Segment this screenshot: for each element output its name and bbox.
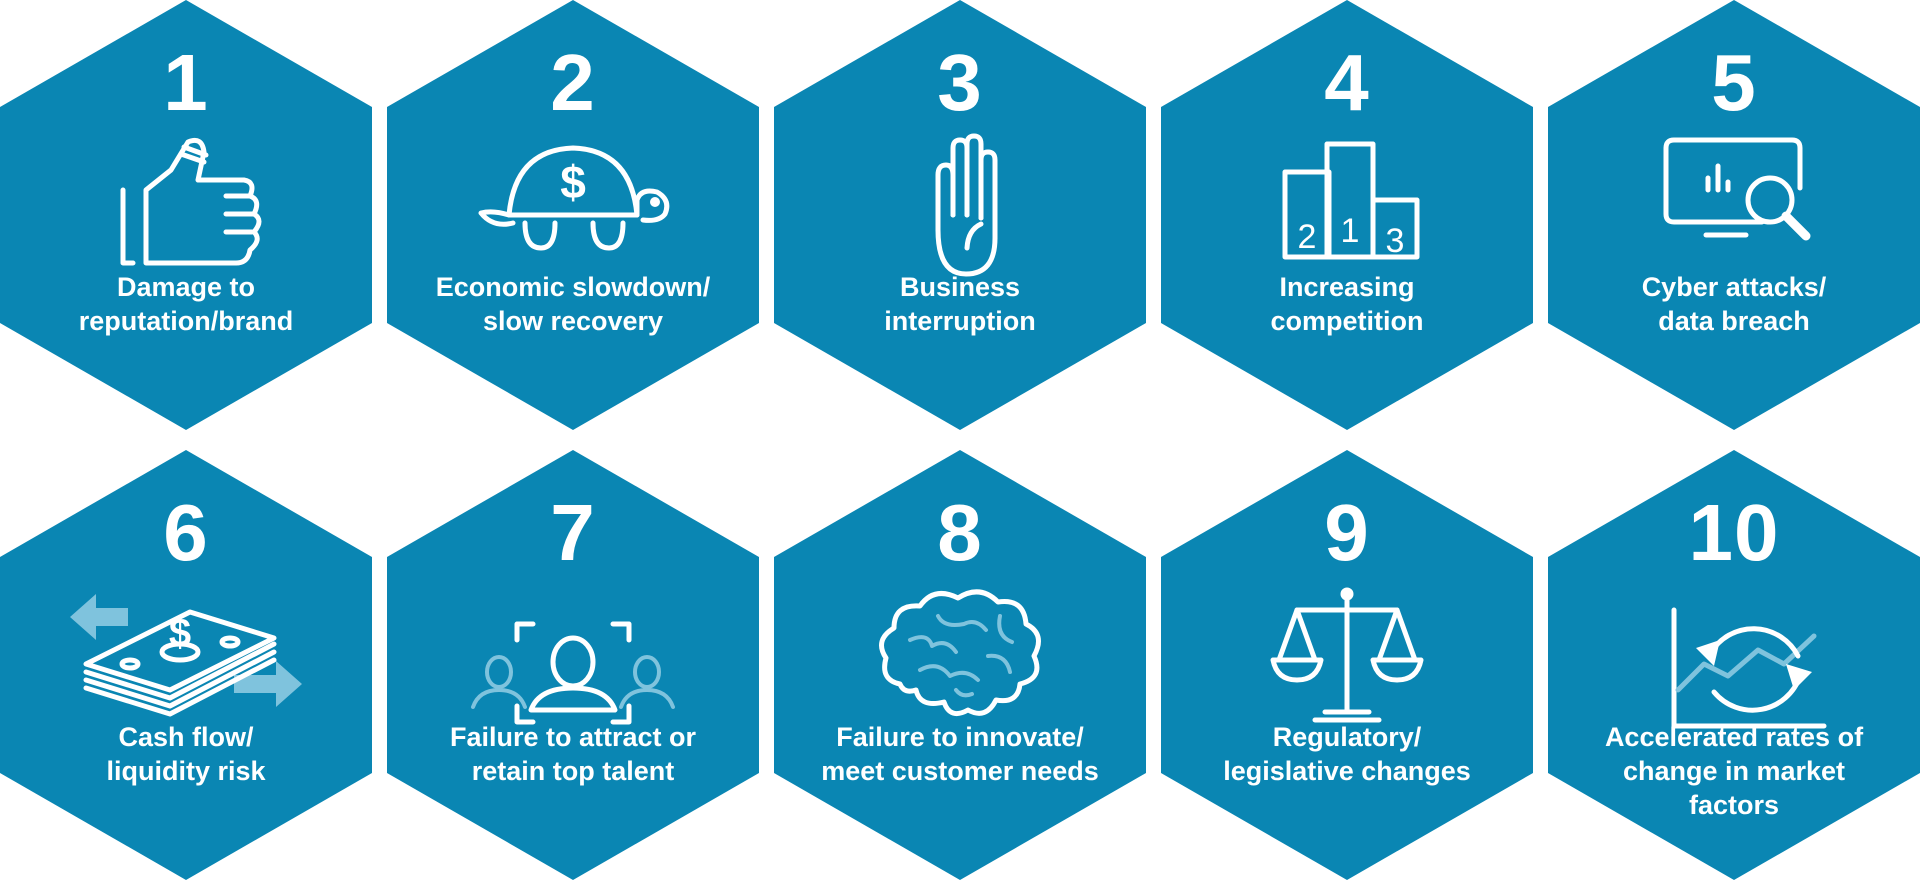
bandaged-thumbs-up-icon [86, 130, 286, 280]
svg-text:3: 3 [1386, 222, 1405, 260]
hexagon-shape [1161, 0, 1533, 430]
risk-label: Cyber attacks/data breach [1641, 272, 1827, 336]
risk-number: 3 [937, 38, 983, 127]
risk-hexagon-5: 5 Cyber attacks/data breach [1548, 0, 1920, 430]
podium-icon: 2 1 3 [1247, 130, 1447, 280]
hexagon-shape [0, 450, 372, 880]
brain-icon [860, 580, 1060, 730]
hexagon-shape [387, 450, 759, 880]
risk-hexagon-2: 2 $ Economic slowdown/slow recovery [387, 0, 759, 430]
scales-icon [1247, 580, 1447, 730]
risk-label: Economic slowdown/slow recovery [435, 272, 711, 336]
hexagon-shape [0, 0, 372, 430]
risk-number: 8 [937, 488, 983, 577]
hexagon-shape [774, 450, 1146, 880]
risk-label: Cash flow/liquidity risk [106, 722, 266, 786]
hexagon-shape [774, 0, 1146, 430]
risk-number: 9 [1324, 488, 1370, 577]
svg-text:$: $ [560, 156, 586, 208]
risk-number: 5 [1711, 38, 1757, 127]
hexagon-shape [1548, 0, 1920, 430]
raised-hand-icon [860, 130, 1060, 280]
risk-label: Failure to innovate/meet customer needs [821, 722, 1099, 786]
talent-focus-icon [471, 580, 675, 730]
hexagon-shape [1548, 450, 1920, 880]
turtle-dollar-icon: $ [473, 130, 673, 280]
risk-number: 6 [163, 488, 209, 577]
risk-hexagon-6: 6 $ Cash flow/liquidity risk [0, 450, 372, 880]
risk-number: 2 [550, 38, 596, 127]
svg-text:1: 1 [1341, 212, 1360, 250]
svg-text:$: $ [169, 611, 191, 655]
cycle-chart-icon [1634, 580, 1834, 730]
risk-number: 7 [550, 488, 596, 577]
risk-number: 1 [163, 38, 209, 127]
monitor-magnifier-icon [1634, 130, 1834, 280]
risk-hexagon-9: 9 Regulatory/legislative changes [1161, 450, 1533, 880]
risk-number: 10 [1688, 488, 1780, 577]
risk-label: Regulatory/legislative changes [1223, 722, 1471, 786]
risk-number: 4 [1324, 38, 1370, 127]
svg-text:2: 2 [1298, 218, 1317, 256]
risk-hexagon-8: 8 Failure to innovate/meet customer need… [774, 450, 1146, 880]
cash-flow-icon: $ [70, 580, 302, 730]
